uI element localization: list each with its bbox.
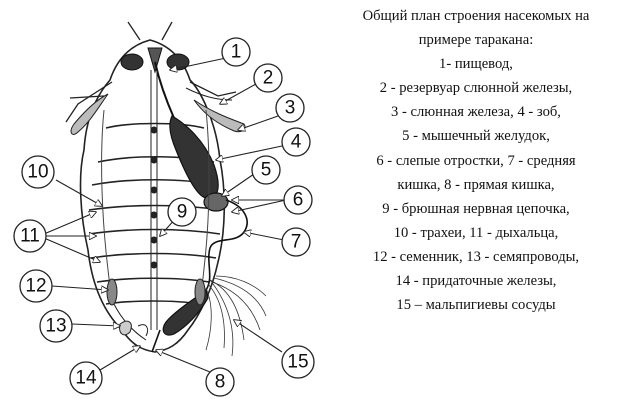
legend-item-line: 6 - слепые отростки, 7 - средняя [376,152,576,169]
callout-8: 8 [215,372,226,393]
callout-7: 7 [291,232,302,253]
callout-circle-15 [281,345,315,379]
tracheae [101,109,210,301]
legend-item-line: 10 - трахеи, 11 - дыхальца, [393,224,559,241]
callout-6: 6 [293,190,304,211]
callout-circle-14 [69,361,103,395]
malpighian-tubules [205,275,267,357]
callout-2: 2 [263,68,274,89]
callout-3: 3 [285,98,296,119]
callout-12: 12 [25,276,46,297]
callout-circle-2 [253,63,283,93]
callout-circle-9 [167,197,197,227]
callout-circle-10 [21,155,55,189]
callout-circle-7 [281,227,311,257]
callout-circle-13 [39,309,73,343]
callout-circle-1 [221,37,251,67]
callout-circle-3 [275,93,305,123]
legs [65,21,237,123]
reproductive-organs [106,278,206,341]
callout-circles [13,37,315,397]
callout-circle-4 [281,127,311,157]
legend-item-line: 14 - придаточные железы, [395,273,557,290]
salivary-glands [70,87,246,135]
callout-10: 10 [27,162,48,183]
callout-circle-11 [13,219,47,253]
callout-13: 13 [45,316,66,337]
callout-circle-12 [19,269,53,303]
legend: Общий план строения насекомых на примере… [336,4,616,317]
callout-11: 11 [20,226,40,247]
callout-numbers: 1 2 3 4 5 6 7 8 9 10 11 12 13 14 15 [20,42,308,393]
legend-item-line: 12 - семенник, 13 - семяпроводы, [372,248,580,265]
callout-5: 5 [261,160,272,181]
callout-14: 14 [75,368,97,389]
legend-item-line: 5 - мышечный желудок, [402,128,550,145]
legend-title-line-2: примере таракана: [418,32,534,49]
callout-circle-5 [251,155,281,185]
callout-4: 4 [291,132,302,153]
legend-item-line: 15 – мальпигиевы сосуды [396,297,556,314]
callout-9: 9 [177,202,188,223]
cockroach-anatomy-figure: 1 2 3 4 5 6 7 8 9 10 11 12 13 14 15 [13,21,315,397]
callout-15: 15 [287,352,308,373]
legend-title-line-1: Общий план строения насекомых на [362,8,590,24]
callout-circle-6 [283,185,313,215]
legend-item-line: 9 - брюшная нервная цепочка, [382,200,570,217]
legend-item-line: 1- пищевод, [439,56,513,73]
ventral-nerve-cord [150,70,158,330]
legend-item-line: 3 - слюнная железа, 4 - зоб, [391,104,561,121]
leader-lines [43,57,287,373]
callout-1: 1 [231,42,242,63]
callout-circle-8 [205,367,235,397]
legend-item-line: 2 - резервуар слюнной железы, [379,80,573,97]
legend-item-line: кишка, 8 - прямая кишка, [397,176,555,193]
